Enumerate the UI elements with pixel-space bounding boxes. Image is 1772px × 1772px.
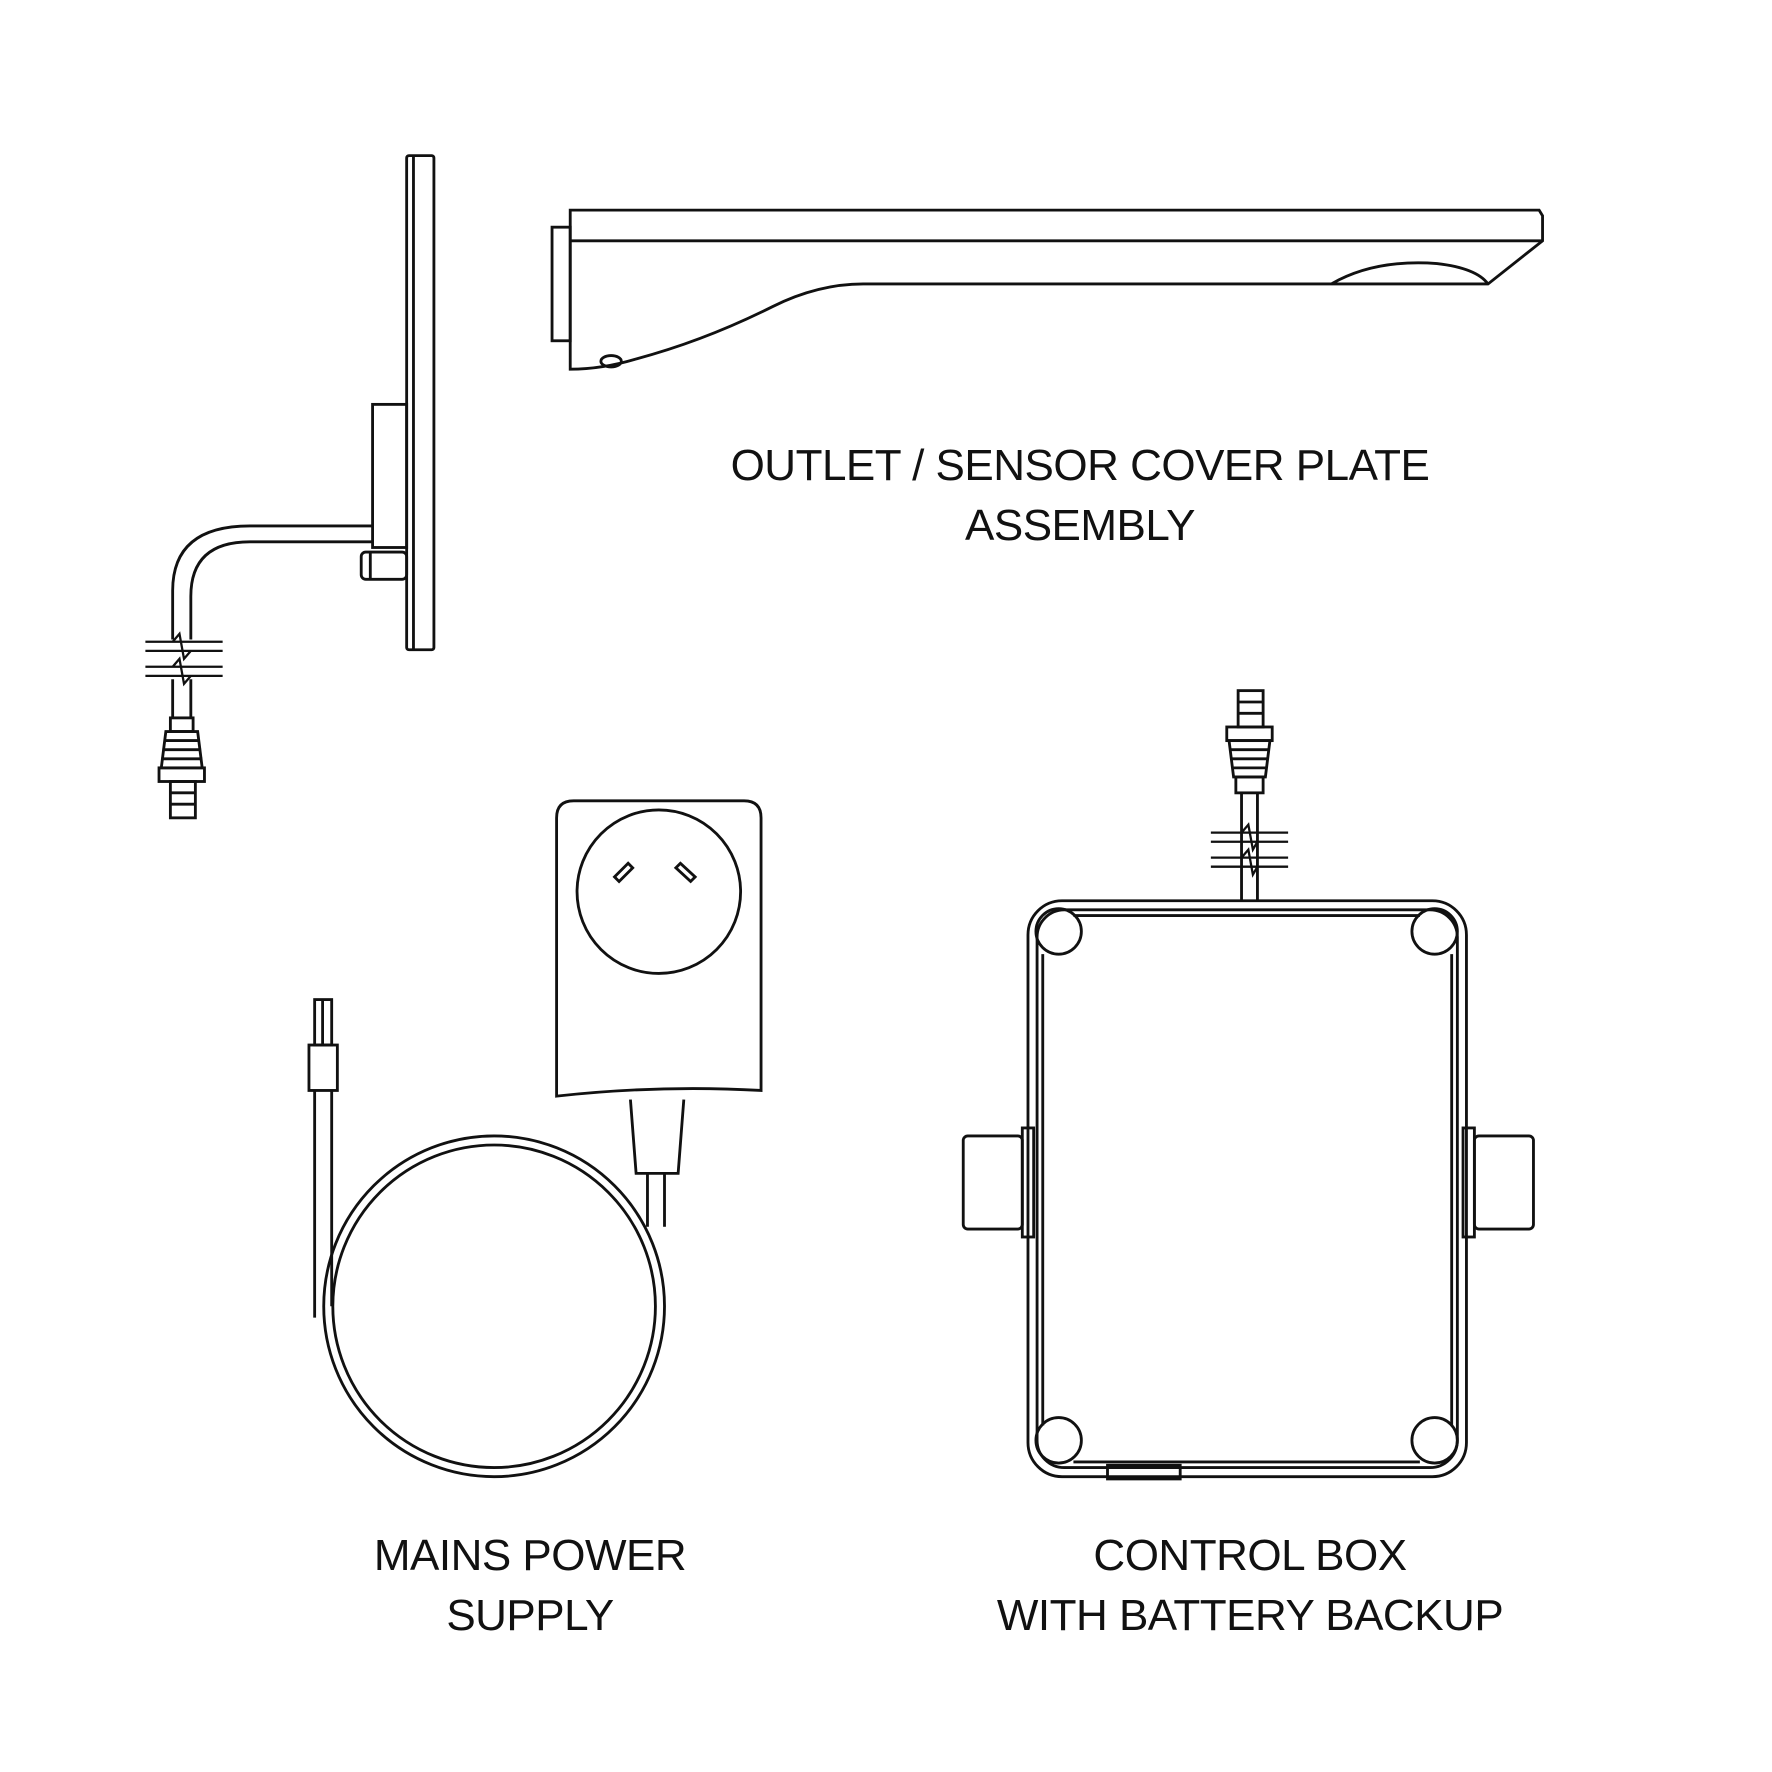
power-adapter — [555, 799, 763, 1227]
control-box-cable — [1210, 792, 1289, 901]
outlet-label: OUTLET / SENSOR COVER PLATE ASSEMBLY — [620, 436, 1540, 556]
outlet-label-line2: ASSEMBLY — [965, 501, 1195, 550]
sensor-connector — [157, 716, 206, 820]
power-plug — [307, 998, 339, 1092]
control-label-line1: CONTROL BOX — [1093, 1531, 1407, 1580]
power-label: MAINS POWER SUPPLY — [280, 1526, 780, 1646]
control-box — [961, 899, 1535, 1481]
power-label-line1: MAINS POWER — [373, 1531, 687, 1580]
power-cable-coil — [313, 1090, 666, 1479]
sensor-cable — [145, 524, 373, 718]
power-label-line2: SUPPLY — [446, 1591, 614, 1640]
control-label: CONTROL BOX WITH BATTERY BACKUP — [900, 1526, 1600, 1646]
outlet-spout — [550, 208, 1544, 371]
sensor-wall-plate — [359, 154, 436, 652]
outlet-label-line1: OUTLET / SENSOR COVER PLATE — [730, 441, 1430, 490]
control-box-connector — [1225, 689, 1274, 795]
control-label-line2: WITH BATTERY BACKUP — [996, 1591, 1504, 1640]
